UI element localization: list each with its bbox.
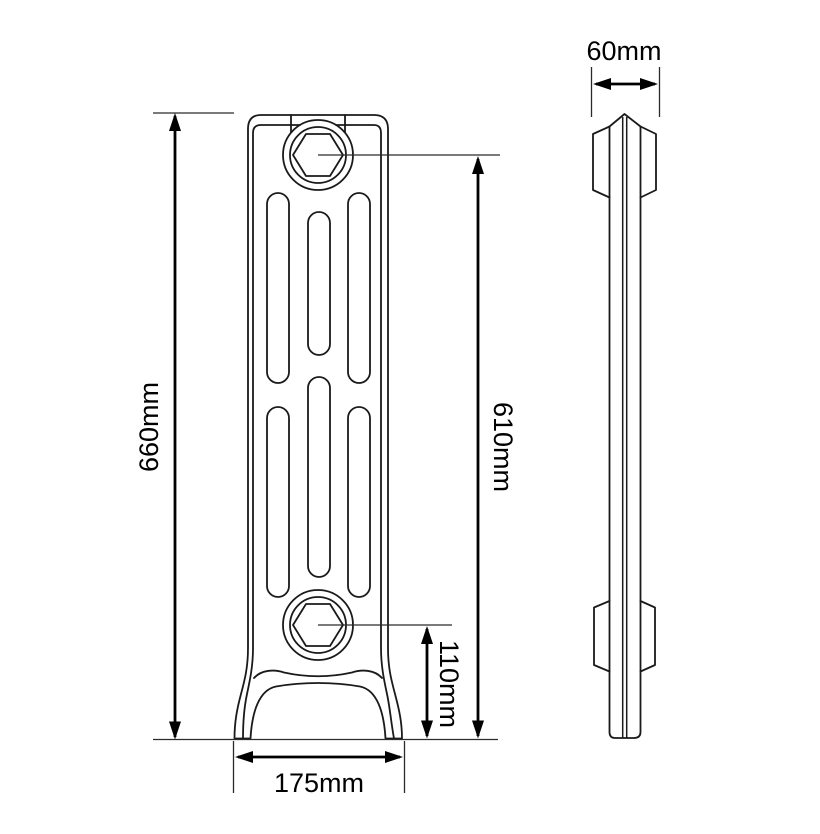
side-view-centre-seam xyxy=(621,117,628,738)
front-view-inner-wall-left xyxy=(242,124,301,740)
arrowhead-110-top xyxy=(421,626,433,644)
side-view-bottom-flange-left xyxy=(593,600,611,673)
arrowhead-660-bottom xyxy=(169,721,181,740)
slot-left-upper xyxy=(266,192,290,384)
slot-middle-upper xyxy=(307,211,331,356)
front-view-outer-outline xyxy=(233,114,403,740)
dimension-base-width: 175mm xyxy=(232,741,406,798)
side-view-top-flange-right xyxy=(639,125,657,199)
arrowhead-610-bottom xyxy=(472,720,484,739)
dim-label-175: 175mm xyxy=(274,768,364,798)
arrowhead-610-top xyxy=(472,156,484,174)
dim-label-60: 60mm xyxy=(586,36,661,66)
side-view-column xyxy=(608,125,642,739)
arrowhead-175-right xyxy=(385,751,403,763)
slot-left-lower xyxy=(266,406,290,598)
dimension-overall-height: 660mm xyxy=(134,113,181,740)
side-view-top-peak xyxy=(608,113,642,128)
dim-label-660: 660mm xyxy=(134,382,164,472)
dim-label-610: 610mm xyxy=(488,402,518,492)
column-slots xyxy=(266,192,371,598)
side-view-bottom-flange-right xyxy=(639,600,656,673)
arrowhead-110-bottom xyxy=(421,720,433,739)
slot-middle-lower xyxy=(307,376,331,578)
side-view xyxy=(592,113,657,739)
datum-lines xyxy=(153,112,500,741)
slot-right-upper xyxy=(347,192,371,384)
front-view-inner-wall-right xyxy=(335,124,395,740)
arrowhead-60-left xyxy=(593,78,611,90)
arrowhead-60-right xyxy=(640,78,658,90)
slot-right-lower xyxy=(347,406,371,598)
front-view-swag-curve xyxy=(253,669,383,679)
dim-label-110: 110mm xyxy=(434,640,464,728)
dimension-depth: 60mm xyxy=(586,36,662,117)
front-view xyxy=(233,114,403,740)
arrowhead-175-left xyxy=(235,751,253,763)
arrowhead-660-top xyxy=(169,113,181,131)
top-bush-boss-edges xyxy=(290,114,346,133)
dimension-top-tapping-height: 610mm xyxy=(472,156,518,739)
side-view-top-flange-left xyxy=(592,125,611,199)
dimension-bottom-tapping-height: 110mm xyxy=(421,626,464,739)
